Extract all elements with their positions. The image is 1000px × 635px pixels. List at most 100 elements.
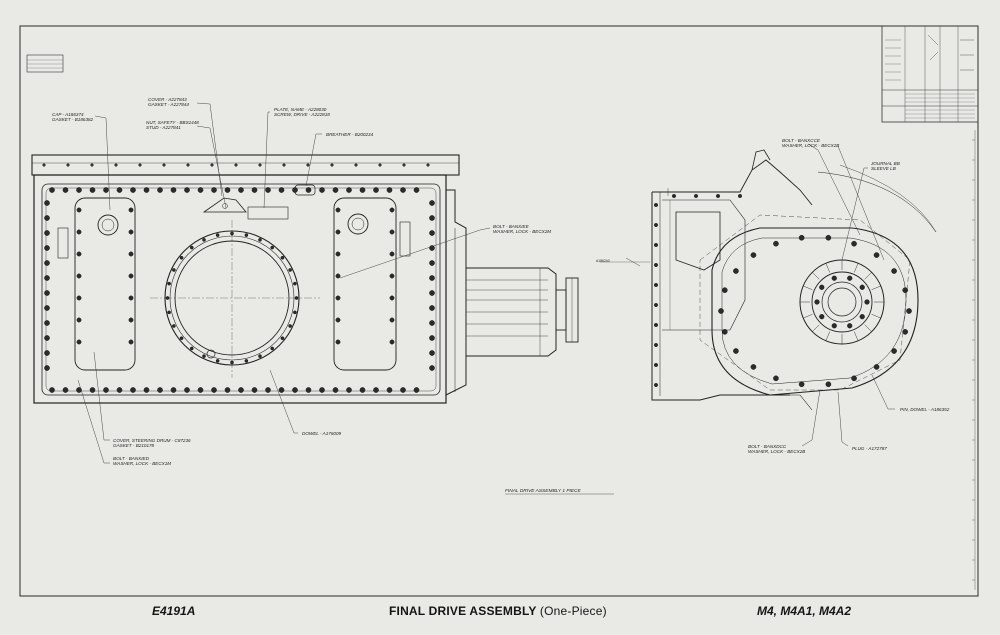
flange-bolt bbox=[378, 163, 382, 167]
bolt-head bbox=[202, 238, 206, 242]
bolt-head bbox=[258, 354, 262, 358]
bolt-head bbox=[172, 268, 176, 272]
bolt-head bbox=[288, 324, 292, 328]
bolt-head bbox=[335, 273, 341, 279]
bolt-head bbox=[44, 320, 50, 326]
bolt-head bbox=[773, 375, 779, 382]
bolt-head bbox=[738, 193, 743, 198]
bolt-head bbox=[864, 299, 870, 305]
bolt-head bbox=[44, 305, 50, 311]
bolt-head bbox=[429, 365, 435, 371]
callout-bolt-mid: BOLT - BANXIEE bbox=[493, 224, 530, 229]
bolt-head bbox=[76, 295, 82, 301]
callout-washer-right-bottom: WASHER, LOCK - BECX2B bbox=[748, 449, 805, 454]
housing-bolts bbox=[42, 163, 435, 393]
edge-scale bbox=[972, 130, 976, 590]
callout-cover-steering: COVER, STEERING DRUM - C87236 bbox=[113, 438, 191, 443]
bolt-head bbox=[654, 242, 659, 247]
bolt-head bbox=[292, 387, 298, 393]
callouts: CAP - A186374 GASKET - B186382 COVER - A… bbox=[52, 97, 950, 495]
bolt-head bbox=[891, 348, 897, 354]
bolt-head bbox=[244, 233, 249, 237]
bolt-head bbox=[694, 193, 699, 198]
bolt-head bbox=[386, 187, 393, 193]
flange-bolt bbox=[42, 163, 46, 167]
bolt-head bbox=[389, 339, 395, 345]
bolt-head bbox=[167, 281, 171, 286]
bolt-head bbox=[76, 317, 82, 323]
bolt-head bbox=[270, 346, 275, 351]
sheet-border bbox=[19, 25, 979, 597]
bolt-head bbox=[819, 314, 825, 320]
bolt-head bbox=[44, 230, 50, 236]
bolt-head bbox=[292, 187, 298, 193]
bolt-head bbox=[278, 187, 285, 193]
final-drive-front-view bbox=[31, 154, 579, 404]
callout-gasket-cover: GASKET - A227844 bbox=[148, 102, 189, 107]
bolt-head bbox=[44, 215, 50, 221]
flange-bolt bbox=[234, 163, 238, 167]
bolt-head bbox=[750, 364, 757, 370]
bolt-head bbox=[305, 187, 312, 193]
bolt-head bbox=[130, 387, 136, 393]
bolt-head bbox=[230, 231, 234, 236]
bolt-head bbox=[44, 275, 50, 281]
bolt-head bbox=[413, 187, 420, 193]
bolt-head bbox=[189, 245, 194, 250]
bolt-head bbox=[49, 187, 55, 193]
bolt-head bbox=[89, 387, 96, 393]
callout-washer-right-top: WASHER, LOCK - BECX2B bbox=[782, 143, 839, 148]
flange-bolt bbox=[306, 163, 310, 167]
bolt-head bbox=[429, 215, 435, 221]
bolt-head bbox=[49, 387, 55, 393]
hub-spoke bbox=[803, 285, 813, 290]
bolt-head bbox=[103, 387, 109, 393]
bolt-head bbox=[128, 273, 134, 279]
bolt-head bbox=[76, 339, 82, 345]
hub-spoke bbox=[871, 285, 881, 290]
bolt-head bbox=[429, 230, 435, 236]
bolt-head bbox=[130, 187, 136, 193]
bolt-head bbox=[332, 187, 339, 193]
bolt-head bbox=[280, 336, 285, 341]
bolt-head bbox=[672, 193, 677, 198]
bolt-head bbox=[718, 308, 724, 314]
bolt-head bbox=[429, 335, 435, 341]
bolt-head bbox=[429, 305, 435, 311]
bolt-head bbox=[143, 187, 150, 193]
bolt-head bbox=[319, 387, 325, 393]
hub-spoke bbox=[864, 324, 872, 332]
bolt-head bbox=[293, 310, 297, 315]
callout-dowel: DOWEL - A176009 bbox=[302, 431, 342, 436]
callout-washer-left: WASHER, LOCK - BECX1M bbox=[113, 461, 171, 466]
bolt-head bbox=[814, 299, 820, 305]
bolt-head bbox=[172, 324, 176, 328]
bolt-head bbox=[891, 268, 897, 274]
bolt-head bbox=[819, 284, 825, 290]
bolt-head bbox=[89, 187, 96, 193]
callout-cap: CAP - A186374 bbox=[52, 112, 84, 117]
bolt-head bbox=[76, 387, 82, 393]
bolt-head bbox=[202, 354, 206, 358]
bolt-head bbox=[215, 233, 220, 237]
bolt-head bbox=[157, 387, 163, 393]
bolt-head bbox=[335, 251, 341, 257]
flange-bolt bbox=[330, 163, 334, 167]
bolt-head bbox=[831, 323, 837, 329]
bolt-head bbox=[851, 375, 857, 382]
hub-spoke bbox=[812, 272, 820, 280]
bolt-head bbox=[400, 387, 406, 393]
bolt-head bbox=[44, 365, 50, 371]
bolt-head bbox=[359, 387, 366, 393]
bolt-head bbox=[238, 387, 244, 393]
bolt-head bbox=[143, 387, 150, 393]
bolt-head bbox=[429, 290, 435, 296]
bolt-head bbox=[170, 387, 177, 393]
callout-nut: NUT, SAFETY - BBS1448 bbox=[146, 120, 199, 125]
title-block bbox=[881, 25, 979, 123]
flange-bolt bbox=[114, 163, 118, 167]
bolt-head bbox=[103, 187, 109, 193]
bolt-head bbox=[332, 387, 339, 393]
callout-bolt-left: BOLT - BANXIED bbox=[113, 456, 150, 461]
